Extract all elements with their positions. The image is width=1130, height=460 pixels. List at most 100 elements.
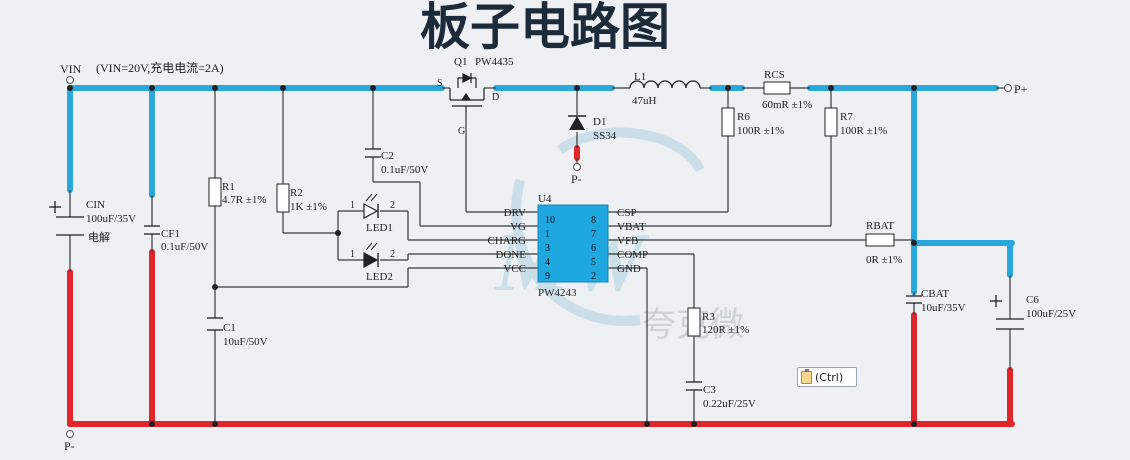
r1-value: 4.7R ±1% <box>222 194 267 206</box>
circuit-note: (VIN=20V,充电电流=2A) <box>96 60 224 75</box>
led2-ref: LED2 <box>366 271 393 283</box>
u4-pin-name: GND <box>617 263 641 275</box>
u4-right-pins: CSP VBAT VFB COMP GND 8 7 6 5 2 <box>591 207 648 282</box>
u4-pin-name: DRV <box>504 207 526 219</box>
cf1-ref: CF1 <box>161 228 180 240</box>
u4-pin-number: 3 <box>545 243 550 254</box>
c2-ref: C2 <box>381 150 394 162</box>
led1-pin1: 1 <box>350 200 355 211</box>
u4-pin-number: 6 <box>591 243 596 254</box>
vin-label: VIN <box>60 62 82 76</box>
cbat-capacitor <box>906 295 922 304</box>
r2-ref: R2 <box>290 187 303 199</box>
q1-part: PW4435 <box>475 56 514 68</box>
signal-wires <box>69 87 1011 424</box>
r7-value: 100R ±1% <box>840 125 887 137</box>
u4-pin-name: DONE <box>495 249 526 261</box>
d1-ref: D1 <box>593 116 606 128</box>
c3-value: 0.22uF/25V <box>703 398 756 410</box>
r6-value: 100R ±1% <box>737 125 784 137</box>
r1-resistor <box>208 177 222 207</box>
u4-pin-name: CHARG <box>487 235 526 247</box>
c2-capacitor <box>365 148 381 158</box>
rbat-value: 0R ±1% <box>866 254 902 266</box>
c2-value: 0.1uF/50V <box>381 164 428 176</box>
r7-ref: R7 <box>840 111 853 123</box>
c6-ref: C6 <box>1026 294 1039 306</box>
led2-pin2: 2 <box>390 249 395 260</box>
u4-part: PW4243 <box>538 287 577 299</box>
u4-pin-name: COMP <box>617 249 648 261</box>
led2-pin1: 1 <box>350 249 355 260</box>
l1-value: 47uH <box>632 95 657 107</box>
c6-value: 100uF/25V <box>1026 308 1076 320</box>
paste-options-label: (Ctrl) <box>815 370 844 384</box>
u4-left-pins: DRV VG CHARG DONE VCC 10 1 3 4 9 <box>487 207 555 282</box>
d1-part: SS34 <box>593 130 617 142</box>
c3-ref: C3 <box>703 384 716 396</box>
u4-pin-number: 2 <box>591 271 596 282</box>
l1-inductor <box>629 80 701 89</box>
u4-pin-number: 7 <box>591 229 596 240</box>
u4-pin-number: 10 <box>545 215 555 226</box>
paste-options-button[interactable]: (Ctrl) <box>797 367 857 387</box>
cf1-value: 0.1uF/50V <box>161 241 208 253</box>
u4-pin-number: 1 <box>545 229 550 240</box>
cbat-ref: CBAT <box>921 288 949 300</box>
r1-ref: R1 <box>222 181 235 193</box>
rcs-ref: RCS <box>764 69 785 81</box>
r6-resistor <box>721 107 735 137</box>
c6-capacitor <box>990 295 1024 330</box>
page-title: 板子电路图 <box>420 0 670 56</box>
u4-pin-number: 8 <box>591 215 596 226</box>
led1-pin2: 2 <box>390 200 395 211</box>
cf1-capacitor <box>144 225 160 235</box>
r7-resistor <box>824 107 838 137</box>
l1-ref: L1 <box>634 71 646 83</box>
clipboard-icon <box>801 368 812 384</box>
junction-dots <box>67 85 917 427</box>
u4-pin-number: 9 <box>545 271 550 282</box>
led1-ref: LED1 <box>366 222 393 234</box>
u4-pin-number: 5 <box>591 257 596 268</box>
cin-capacitor <box>49 201 84 236</box>
u4-pin-name: VBAT <box>617 221 646 233</box>
u4-ref: U4 <box>538 193 552 205</box>
rcs-resistor <box>763 81 791 95</box>
q1-pin-g: G <box>458 126 465 137</box>
d1-p-minus-label: P- <box>571 172 582 186</box>
r2-resistor <box>276 183 290 213</box>
q1-pin-s: S <box>437 78 443 89</box>
d1-diode <box>568 115 586 130</box>
rbat-resistor <box>865 233 895 247</box>
c1-ref: C1 <box>223 322 236 334</box>
c3-capacitor <box>686 381 702 391</box>
p-plus-label: P+ <box>1014 82 1028 96</box>
q1-pin-d: D <box>492 92 499 103</box>
terminals <box>66 76 1012 438</box>
c1-value: 10uF/50V <box>223 336 268 348</box>
c1-capacitor <box>207 317 223 331</box>
r3-resistor <box>687 307 701 337</box>
cin-value: 100uF/35V <box>86 213 136 225</box>
r6-ref: R6 <box>737 111 750 123</box>
cbat-value: 10uF/35V <box>921 302 966 314</box>
rcs-value: 60mR ±1% <box>762 99 812 111</box>
u4-pin-number: 4 <box>545 257 550 268</box>
r2-value: 1K ±1% <box>290 201 327 213</box>
u4-pin-name: VG <box>510 221 526 233</box>
u4-pin-name: VFB <box>617 235 638 247</box>
q1-mosfet <box>449 73 485 112</box>
led2 <box>363 242 379 269</box>
led1 <box>363 193 379 220</box>
cin-type: 电解 <box>88 230 110 244</box>
r3-value: 120R ±1% <box>702 324 749 336</box>
u4-pin-name: VCC <box>503 263 526 275</box>
power-rail <box>67 85 1015 295</box>
u4-pin-name: CSP <box>617 207 637 219</box>
cin-ref: CIN <box>86 199 105 211</box>
rbat-ref: RBAT <box>866 220 894 232</box>
r3-ref: R3 <box>702 311 715 323</box>
